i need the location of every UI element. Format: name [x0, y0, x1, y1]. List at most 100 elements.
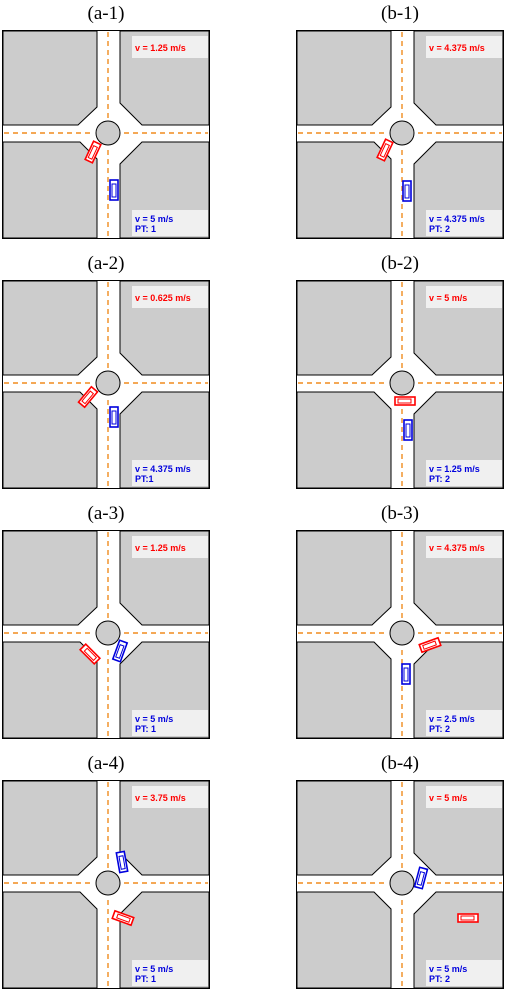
bottom-pt-label: PT: 2 — [429, 724, 450, 734]
block-top-left — [2, 530, 98, 626]
top-speed-label: v = 3.75 m/s — [135, 793, 186, 803]
top-speed-label: v = 0.625 m/s — [135, 293, 191, 303]
block-bottom-left — [2, 141, 98, 239]
bottom-speed-label: v = 2.5 m/s — [429, 714, 475, 724]
bottom-label-box — [426, 960, 502, 986]
top-speed-label: v = 1.25 m/s — [135, 543, 186, 553]
bottom-label-box — [132, 710, 208, 736]
top-label-box — [132, 786, 208, 808]
block-top-left — [296, 30, 392, 126]
block-bottom-left — [2, 391, 98, 489]
bottom-speed-label: v = 5 m/s — [135, 214, 173, 224]
bottom-label-box — [426, 710, 502, 736]
bottom-speed-label: v = 4.375 m/s — [429, 214, 485, 224]
top-label-box — [426, 286, 502, 308]
red-vehicle — [394, 396, 416, 406]
top-speed-label: v = 5 m/s — [429, 293, 467, 303]
bottom-label-box — [132, 460, 208, 486]
bottom-pt-label: PT: 2 — [429, 474, 450, 484]
roundabout-island — [389, 870, 415, 896]
top-speed-label: v = 1.25 m/s — [135, 43, 186, 53]
bottom-label-box — [132, 210, 208, 236]
bottom-label-box — [132, 960, 208, 986]
top-speed-label: v = 5 m/s — [429, 793, 467, 803]
panel-caption: (a-4) — [87, 753, 125, 774]
panel-caption: (a-2) — [87, 253, 125, 274]
block-bottom-left — [296, 641, 392, 739]
bottom-speed-label: v = 5 m/s — [135, 714, 173, 724]
panel-caption: (b-1) — [381, 3, 419, 24]
red-vehicle — [84, 140, 102, 164]
blue-vehicle — [413, 866, 429, 890]
blue-vehicle — [111, 639, 129, 663]
bottom-pt-label: PT: 1 — [135, 724, 156, 734]
roundabout-island — [389, 120, 415, 146]
block-top-left — [296, 280, 392, 376]
block-top-left — [2, 30, 98, 126]
block-top-left — [2, 280, 98, 376]
red-vehicle — [418, 636, 442, 654]
block-top-left — [296, 780, 392, 876]
panel-caption: (b-2) — [381, 253, 419, 274]
blue-vehicle — [402, 180, 412, 202]
roundabout-island — [95, 620, 121, 646]
roundabout-island — [95, 870, 121, 896]
block-bottom-left — [296, 391, 392, 489]
blue-vehicle — [109, 406, 119, 428]
bottom-pt-label: PT: 2 — [429, 974, 450, 984]
bottom-label-box — [426, 210, 502, 236]
bottom-speed-label: v = 1.25 m/s — [429, 464, 480, 474]
panel-caption: (b-4) — [381, 753, 419, 774]
blue-vehicle — [115, 850, 129, 874]
blue-vehicle — [403, 419, 413, 441]
top-speed-label: v = 4.375 m/s — [429, 543, 485, 553]
bottom-pt-label: PT:1 — [135, 474, 154, 484]
red-vehicle — [77, 385, 99, 409]
roundabout-island — [95, 120, 121, 146]
block-bottom-left — [2, 891, 98, 989]
top-label-box — [426, 536, 502, 558]
top-label-box — [132, 536, 208, 558]
roundabout-island — [389, 620, 415, 646]
top-speed-label: v = 4.375 m/s — [429, 43, 485, 53]
bottom-speed-label: v = 5 m/s — [135, 964, 173, 974]
bottom-pt-label: PT: 1 — [135, 974, 156, 984]
panel-caption: (a-3) — [87, 503, 125, 524]
red-vehicle — [457, 913, 479, 923]
bottom-label-box — [426, 460, 502, 486]
block-top-left — [296, 530, 392, 626]
bottom-speed-label: v = 4.375 m/s — [135, 464, 191, 474]
bottom-pt-label: PT: 1 — [135, 224, 156, 234]
block-bottom-left — [296, 891, 392, 989]
block-bottom-left — [296, 141, 392, 239]
blue-vehicle — [109, 179, 119, 201]
blue-vehicle — [401, 663, 411, 685]
roundabout-island — [95, 370, 121, 396]
bottom-pt-label: PT: 2 — [429, 224, 450, 234]
top-label-box — [426, 786, 502, 808]
red-vehicle — [78, 642, 102, 666]
top-label-box — [426, 36, 502, 58]
red-vehicle — [376, 138, 394, 162]
panel-caption: (b-3) — [381, 503, 419, 524]
roundabout-island — [389, 370, 415, 396]
bottom-speed-label: v = 5 m/s — [429, 964, 467, 974]
top-label-box — [132, 286, 208, 308]
red-vehicle — [111, 909, 135, 927]
